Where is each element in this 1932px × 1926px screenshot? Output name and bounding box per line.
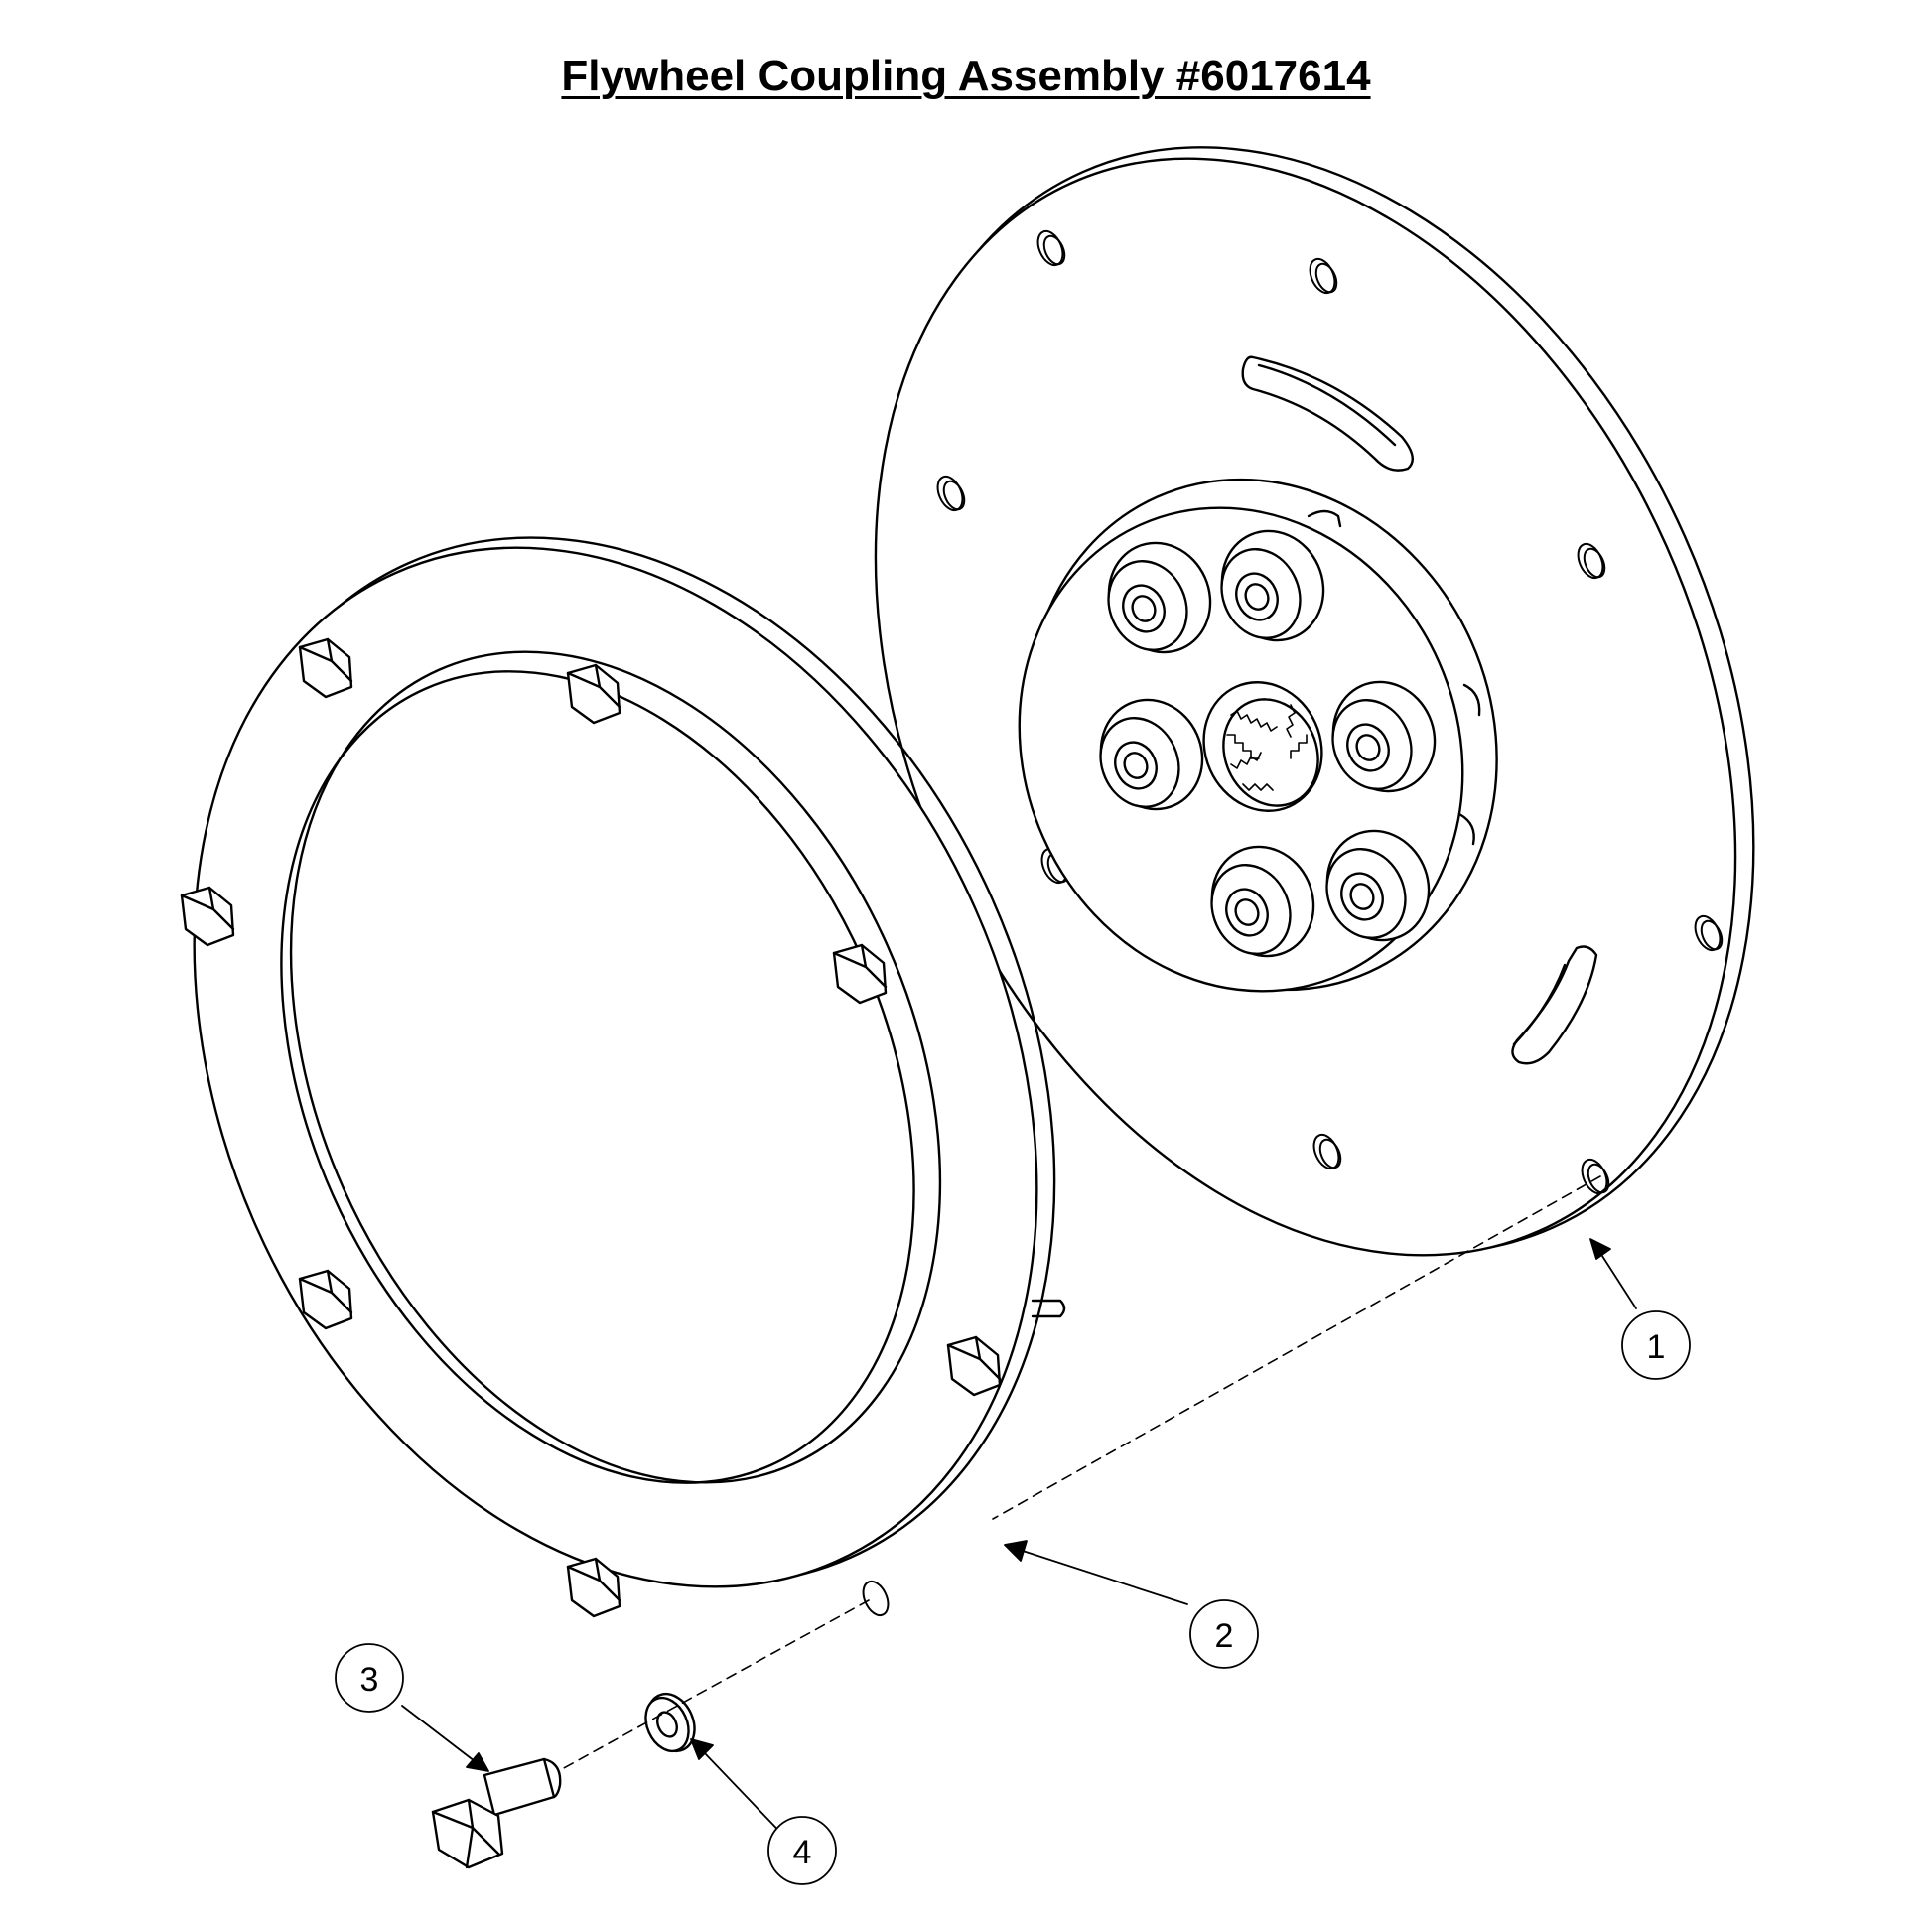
bushing-bottom-left xyxy=(1210,845,1315,958)
hex-bolt-3 xyxy=(180,886,235,947)
bushing-top-left xyxy=(1107,541,1212,654)
bushing-bottom-right xyxy=(1325,829,1431,942)
hub-bushings xyxy=(1099,529,1437,958)
callout-2-label: 2 xyxy=(1215,1617,1234,1655)
ring-empty-hole xyxy=(862,1580,890,1617)
callout-balloons: 1 2 3 4 xyxy=(335,1310,1691,1885)
disc-bolt-holes xyxy=(936,229,1724,1195)
callout-2: 2 xyxy=(1189,1599,1259,1669)
ring-hex-bolts xyxy=(180,637,1002,1618)
loose-hex-bolt xyxy=(431,1757,562,1869)
bushing-mid-left xyxy=(1099,698,1204,811)
callout-1: 1 xyxy=(1621,1310,1691,1380)
page-title: Flywheel Coupling Assembly #6017614 xyxy=(561,52,1371,100)
callout-3-label: 3 xyxy=(360,1661,379,1699)
flex-plate-disc xyxy=(874,146,1755,1257)
callout-3: 3 xyxy=(335,1643,404,1713)
callout-4-label: 4 xyxy=(793,1834,812,1871)
hex-bolt-5 xyxy=(298,1269,353,1330)
bushing-mid-right xyxy=(1331,680,1437,793)
callout-4: 4 xyxy=(767,1816,837,1885)
splined-bore xyxy=(1202,681,1323,812)
hex-bolt-7 xyxy=(566,1557,621,1618)
washer xyxy=(644,1692,696,1753)
hex-bolt-4 xyxy=(832,943,888,1005)
bushing-top-right xyxy=(1220,529,1325,642)
callout-leaders xyxy=(401,1238,1637,1846)
callout-1-label: 1 xyxy=(1647,1328,1666,1366)
hex-bolt-6 xyxy=(946,1335,1002,1397)
adapter-ring xyxy=(180,536,1066,1618)
hex-bolt-2 xyxy=(566,663,621,725)
hex-bolt-1 xyxy=(298,637,353,699)
assembly-centerlines xyxy=(561,1175,1601,1770)
